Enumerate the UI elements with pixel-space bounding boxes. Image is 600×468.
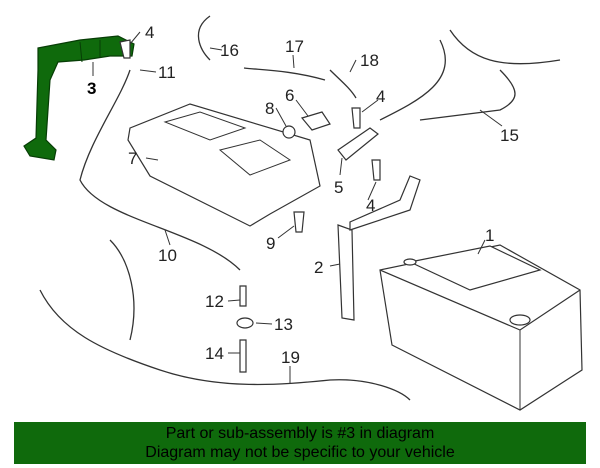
callout-6[interactable]: 6 <box>285 86 294 105</box>
callout-4[interactable]: 4 <box>376 87 385 106</box>
part-13-grommet <box>236 317 254 329</box>
banner-line-1: Part or sub-assembly is #3 in diagram <box>165 425 435 442</box>
part-6 <box>300 111 331 131</box>
callout-9[interactable]: 9 <box>266 234 275 253</box>
part-8-nut <box>282 125 296 139</box>
callout-19[interactable]: 19 <box>281 348 300 367</box>
part-4-bolt <box>371 159 381 181</box>
part-12 <box>239 285 247 307</box>
part-10-hose <box>79 69 241 271</box>
part-5 <box>337 127 379 161</box>
part-1-battery <box>379 244 583 411</box>
callout-16[interactable]: 16 <box>220 41 239 60</box>
callout-17[interactable]: 17 <box>285 37 304 56</box>
callout-14[interactable]: 14 <box>205 344 224 363</box>
callout-1[interactable]: 1 <box>485 226 494 245</box>
part-7-tray <box>127 103 321 227</box>
callout-8[interactable]: 8 <box>265 99 274 118</box>
callouts: 4 16 17 18 3 11 8 6 4 15 7 5 4 1 10 9 2 … <box>87 23 519 367</box>
part-15-harness <box>379 29 561 121</box>
part-18-hose <box>329 69 357 99</box>
callout-4[interactable]: 4 <box>366 196 375 215</box>
part-16-wire <box>197 15 211 61</box>
callout-13[interactable]: 13 <box>274 315 293 334</box>
callout-7[interactable]: 7 <box>128 149 137 168</box>
callout-15[interactable]: 15 <box>500 126 519 145</box>
callout-2[interactable]: 2 <box>314 258 323 277</box>
leader-lines <box>92 31 503 384</box>
part-4-bolt <box>119 39 131 59</box>
callout-11[interactable]: 11 <box>158 63 176 82</box>
callout-4[interactable]: 4 <box>145 23 154 42</box>
callout-12[interactable]: 12 <box>205 292 224 311</box>
part-4-bolt <box>351 107 361 129</box>
callout-3[interactable]: 3 <box>87 79 96 98</box>
part-17-wire <box>243 67 326 81</box>
disclaimer-banner: Part or sub-assembly is #3 in diagram Di… <box>14 422 586 464</box>
part-19-harness <box>39 239 411 401</box>
part-14 <box>239 339 247 373</box>
callout-10[interactable]: 10 <box>158 246 177 265</box>
banner-line-2: Diagram may not be specific to your vehi… <box>145 444 455 461</box>
callout-5[interactable]: 5 <box>334 178 343 197</box>
part-2-bracket <box>337 175 421 321</box>
part-9-clip <box>293 211 305 233</box>
callout-18[interactable]: 18 <box>360 51 379 70</box>
